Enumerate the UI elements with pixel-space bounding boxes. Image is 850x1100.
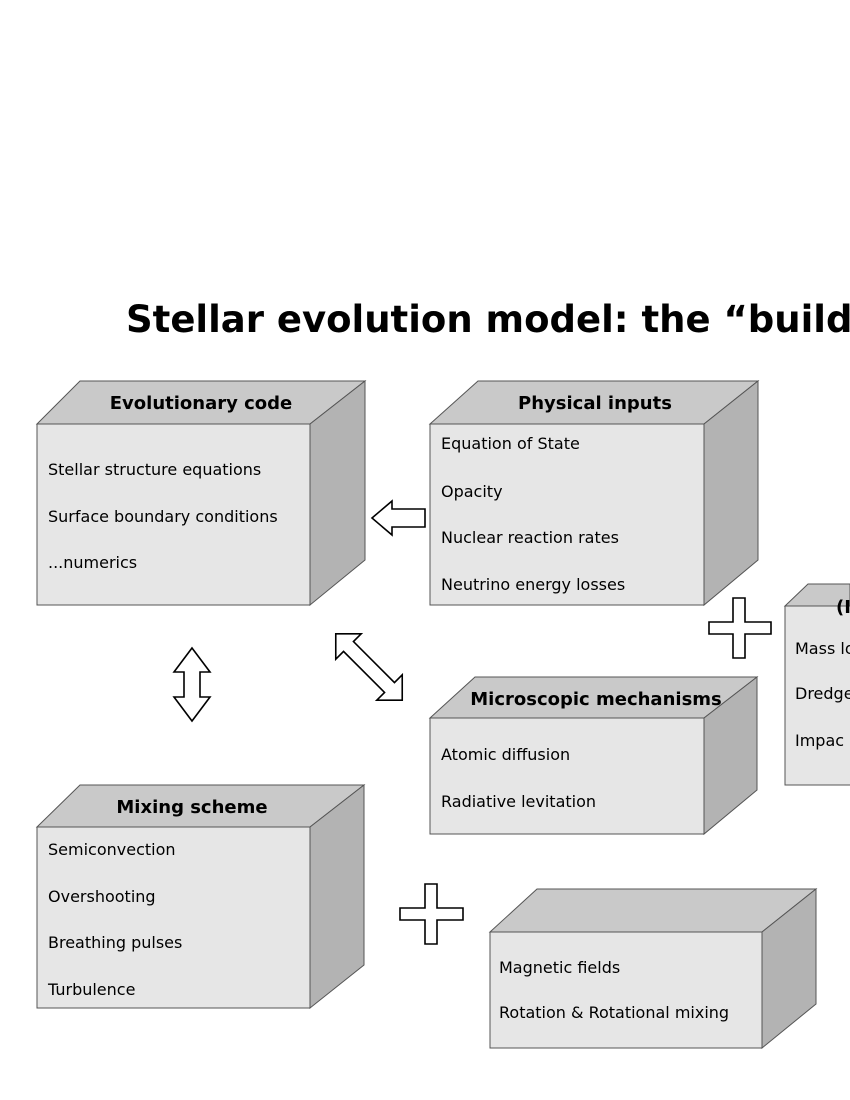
plus-sign bbox=[399, 883, 464, 945]
partial-box-item: Impac bbox=[795, 731, 844, 750]
magnetic-rotation-box: Magnetic fields Rotation & Rotational mi… bbox=[488, 887, 818, 1050]
evolutionary-code-item: ...numerics bbox=[48, 553, 137, 572]
partial-box-item: Dredge bbox=[795, 684, 850, 703]
diagonal-double-arrow bbox=[334, 632, 404, 702]
physical-inputs-item: Opacity bbox=[441, 482, 503, 501]
microscopic-mechanisms-box: Microscopic mechanisms Atomic diffusion … bbox=[428, 675, 759, 836]
mixing-scheme-item: Semiconvection bbox=[48, 840, 176, 859]
mixing-scheme-item: Turbulence bbox=[47, 980, 135, 999]
microscopic-mechanisms-item: Atomic diffusion bbox=[441, 745, 570, 764]
magnetic-rotation-item: Rotation & Rotational mixing bbox=[499, 1003, 729, 1022]
mixing-scheme-title: Mixing scheme bbox=[116, 797, 267, 818]
physical-inputs-title: Physical inputs bbox=[518, 393, 672, 414]
mixing-scheme-item: Breathing pulses bbox=[48, 933, 182, 952]
mixing-scheme-item: Overshooting bbox=[48, 887, 156, 906]
evolutionary-code-box: Evolutionary code Stellar structure equa… bbox=[35, 379, 367, 607]
left-arrow bbox=[370, 499, 426, 537]
evolutionary-code-title: Evolutionary code bbox=[110, 393, 293, 414]
partial-box-item: Mass lo bbox=[795, 639, 850, 658]
microscopic-mechanisms-title: Microscopic mechanisms bbox=[470, 689, 722, 710]
plus-sign bbox=[708, 597, 772, 659]
vertical-double-arrow bbox=[172, 646, 212, 723]
physical-inputs-box: Physical inputs Equation of State Opacit… bbox=[428, 379, 760, 607]
physical-inputs-item: Equation of State bbox=[441, 434, 580, 453]
physical-inputs-item: Nuclear reaction rates bbox=[441, 528, 619, 547]
physical-inputs-item: Neutrino energy losses bbox=[441, 575, 625, 594]
magnetic-rotation-item: Magnetic fields bbox=[499, 958, 620, 977]
partial-box-title: (I bbox=[836, 597, 850, 618]
mixing-scheme-box: Mixing scheme Semiconvection Overshootin… bbox=[35, 783, 366, 1010]
microscopic-mechanisms-item: Radiative levitation bbox=[441, 792, 596, 811]
partial-box-right: (I Mass lo Dredge Impac bbox=[783, 583, 850, 786]
page-title: Stellar evolution model: the “buildin bbox=[126, 298, 850, 341]
evolutionary-code-item: Surface boundary conditions bbox=[48, 507, 278, 526]
evolutionary-code-item: Stellar structure equations bbox=[48, 460, 261, 479]
